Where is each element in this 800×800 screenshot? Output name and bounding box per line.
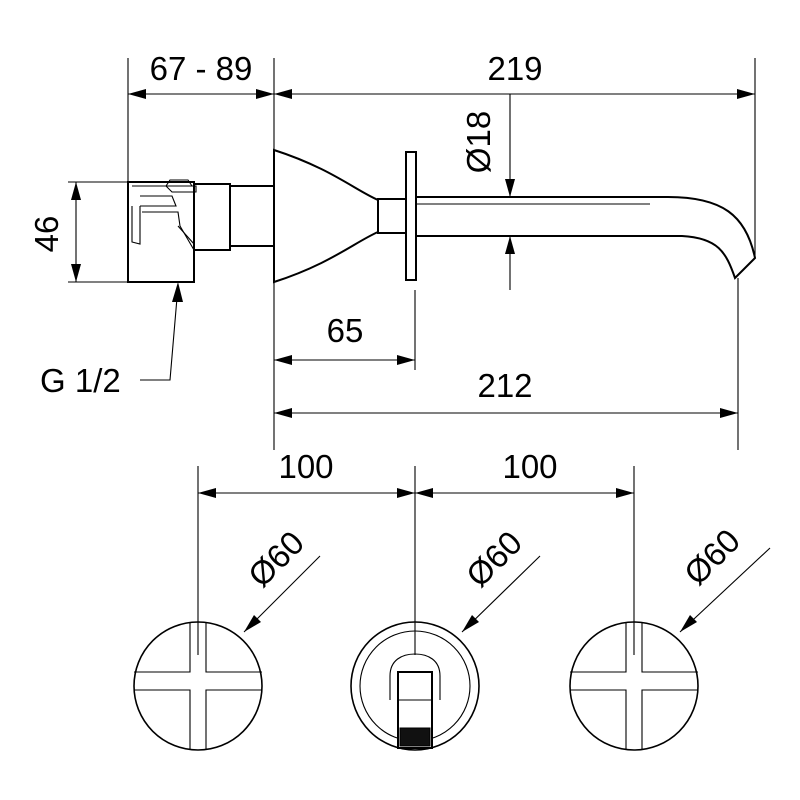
spout	[415, 196, 757, 280]
wall-depth-label: 67 - 89	[150, 50, 253, 87]
flange-length-label: 65	[327, 312, 364, 349]
escutcheon-plate	[405, 151, 417, 281]
right-cross-handle	[569, 621, 699, 751]
center-diameter-label: Ø60	[459, 524, 529, 594]
front-view: 100 100 Ø60 Ø60	[133, 448, 771, 751]
center-spout-escutcheon	[350, 621, 480, 751]
right-handle-diameter-label: Ø60	[677, 522, 747, 592]
spout-reach-label: 212	[477, 367, 532, 404]
conical-flange	[273, 148, 379, 284]
spout-collar	[377, 198, 409, 234]
left-cross-handle	[133, 621, 263, 751]
left-handle-diameter-label: Ø60	[241, 524, 311, 594]
spacing-left-label: 100	[278, 448, 333, 485]
spout-diameter-label: Ø18	[460, 111, 497, 173]
thread-label: G 1/2	[40, 362, 121, 399]
valve-body	[127, 179, 275, 283]
spacing-right-label: 100	[502, 448, 557, 485]
height-label: 46	[28, 216, 65, 253]
total-length-label: 219	[487, 50, 542, 87]
side-view: 67 - 89 219 Ø18 46 G 1/2 65 212	[28, 50, 757, 450]
